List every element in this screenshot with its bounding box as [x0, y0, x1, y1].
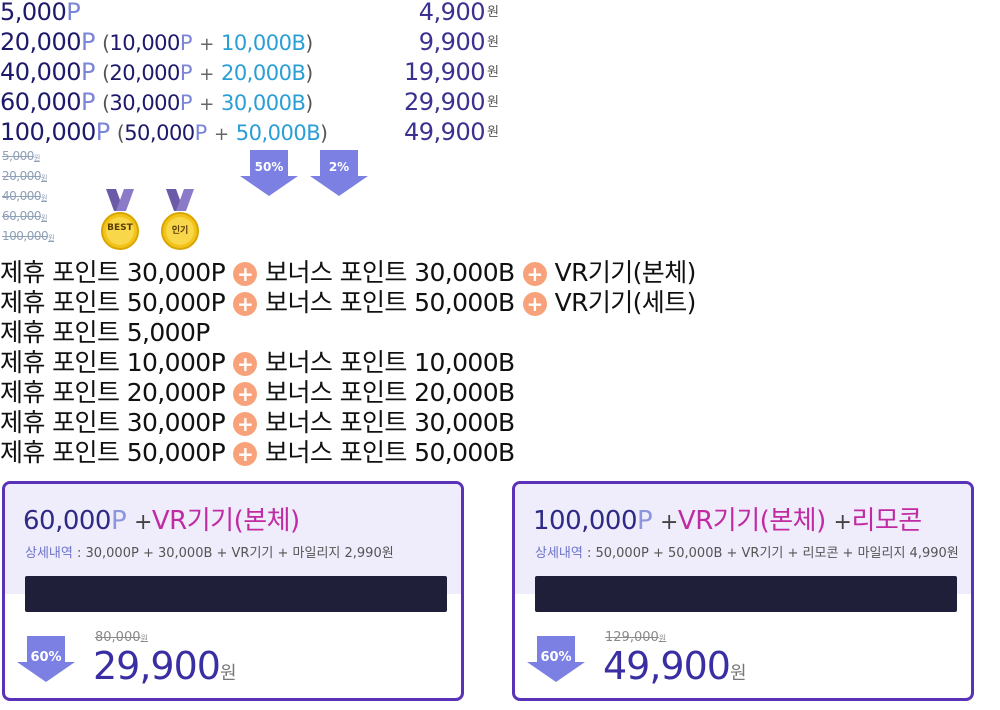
plus-circle-icon: +: [522, 292, 547, 316]
offer-line: 제휴 포인트 50,000P+보너스 포인트 50,000B+VR기기(세트): [0, 288, 696, 317]
original-price: 60,000원: [2, 209, 47, 223]
price-unit: 원: [487, 95, 499, 110]
offer-line: 제휴 포인트 30,000P+보너스 포인트 30,000B+VR기기(본체): [0, 258, 696, 287]
card-price: 29,900원: [93, 644, 237, 688]
discount-label: 60%: [30, 650, 62, 665]
price-row[interactable]: 100,000P (50,000P + 50,000B) 49,900 원: [0, 118, 499, 146]
discount-arrow-icon: 50%: [240, 150, 298, 196]
points-amount: 5,000: [0, 0, 67, 26]
bonus-points: 30,000B: [220, 91, 306, 115]
card-bar: [535, 576, 957, 612]
discount-arrow-icon: 60%: [527, 636, 585, 682]
original-price: 100,000원: [2, 229, 55, 243]
product-card[interactable]: 100,000P +VR기기(본체) +리모콘 상세내역 : 50,000P +…: [512, 481, 974, 701]
points-amount: 40,000: [0, 58, 81, 86]
price-amount: 9,900: [418, 28, 486, 56]
original-price: 20,000원: [2, 169, 47, 183]
price-row[interactable]: 20,000P (10,000P + 10,000B) 9,900 원: [0, 28, 499, 56]
points-unit: P: [95, 118, 110, 146]
card-bar: [25, 576, 447, 612]
partner-points: 50,000: [124, 121, 195, 145]
price-amount: 19,900: [404, 58, 485, 86]
plus-circle-icon: +: [233, 292, 258, 316]
product-card[interactable]: 60,000P +VR기기(본체) 상세내역 : 30,000P + 30,00…: [2, 481, 464, 701]
card-price: 49,900원: [603, 644, 747, 688]
points-unit: P: [66, 0, 81, 26]
partner-points: 10,000: [109, 31, 180, 55]
bonus-points: 10,000B: [220, 31, 306, 55]
card-detail: 상세내역 : 50,000P + 50,000B + VR기기 + 리모콘 + …: [535, 546, 959, 561]
partner-points: 30,000: [109, 91, 180, 115]
partner-points: 20,000: [109, 61, 180, 85]
plus-circle-icon: +: [233, 352, 258, 376]
points-amount: 100,000: [0, 118, 96, 146]
offer-line: 제휴 포인트 30,000P+보너스 포인트 30,000B: [0, 408, 515, 437]
offer-line: 제휴 포인트 20,000P+보너스 포인트 20,000B: [0, 378, 515, 407]
points-unit: P: [80, 58, 95, 86]
card-original-price: 80,000원: [95, 630, 148, 645]
original-price: 5,000원: [2, 149, 40, 163]
discount-label: 2%: [328, 160, 350, 174]
best-medal-icon: BEST: [100, 189, 140, 251]
price-unit: 원: [487, 65, 499, 80]
points-amount: 60,000: [0, 88, 81, 116]
plus-circle-icon: +: [233, 412, 258, 436]
price-row[interactable]: 40,000P (20,000P + 20,000B) 19,900 원: [0, 58, 499, 86]
discount-label: 60%: [540, 650, 572, 665]
price-row[interactable]: 5,000P 4,900 원: [0, 0, 500, 27]
price-amount: 49,900: [404, 118, 485, 146]
plus-circle-icon: +: [233, 262, 258, 286]
discount-arrow-icon: 2%: [310, 150, 368, 196]
discount-arrow-icon: 60%: [17, 636, 75, 682]
bonus-points: 50,000B: [235, 121, 321, 145]
card-detail: 상세내역 : 30,000P + 30,000B + VR기기 + 마일리지 2…: [25, 546, 394, 561]
offer-line: 제휴 포인트 5,000P: [0, 318, 210, 347]
plus-circle-icon: +: [522, 262, 547, 286]
offer-line: 제휴 포인트 10,000P+보너스 포인트 10,000B: [0, 348, 515, 377]
price-unit: 원: [487, 125, 499, 140]
bonus-points: 20,000B: [220, 61, 306, 85]
points-unit: P: [80, 88, 95, 116]
points-amount: 20,000: [0, 28, 81, 56]
points-unit: P: [80, 28, 95, 56]
discount-label: 50%: [254, 160, 284, 174]
medal-label: 인기: [171, 226, 189, 236]
price-amount: 29,900: [404, 88, 485, 116]
card-title: 100,000P +VR기기(본체) +리모콘: [533, 506, 922, 536]
card-original-price: 129,000원: [605, 630, 667, 645]
offer-line: 제휴 포인트 50,000P+보너스 포인트 50,000B: [0, 438, 515, 467]
price-unit: 원: [487, 5, 499, 20]
medal-label: BEST: [107, 223, 133, 233]
original-price: 40,000원: [2, 189, 47, 203]
price-row[interactable]: 60,000P (30,000P + 30,000B) 29,900 원: [0, 88, 499, 116]
popular-medal-icon: 인기: [160, 189, 200, 251]
card-title: 60,000P +VR기기(본체): [23, 506, 300, 536]
plus-circle-icon: +: [233, 442, 258, 466]
price-amount: 4,900: [418, 0, 486, 26]
plus-circle-icon: +: [233, 382, 258, 406]
price-unit: 원: [487, 35, 499, 50]
